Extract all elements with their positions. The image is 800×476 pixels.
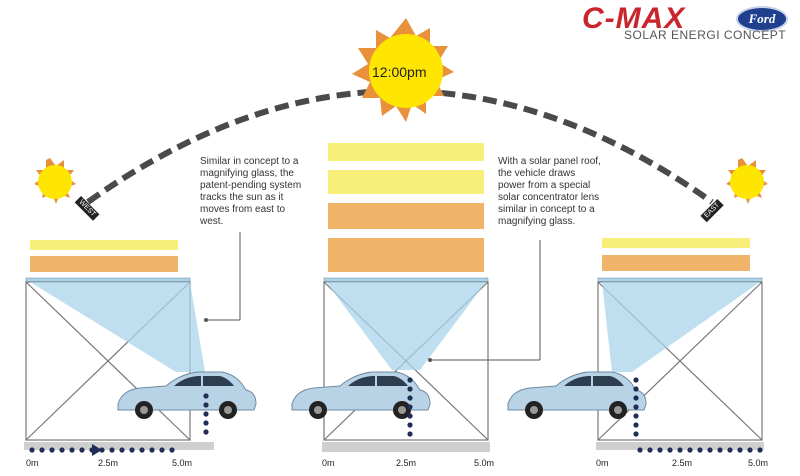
ground-east	[596, 442, 764, 450]
callout-leader-right	[430, 240, 541, 361]
station-west	[24, 240, 257, 450]
page-subtitle: SOLAR ENERGI CONCEPT	[624, 28, 787, 42]
motion-dots	[29, 377, 763, 456]
station-east	[507, 238, 764, 450]
panel-light-east	[602, 238, 750, 248]
panel-orange-noon-2	[328, 238, 484, 272]
ground-noon	[322, 442, 490, 452]
scale-east-mid: 2.5m	[672, 458, 693, 468]
sun-west-icon	[34, 158, 76, 204]
light-beam-west	[30, 282, 205, 372]
callout-text-left: Similar in concept to a magnifying glass…	[200, 156, 302, 227]
callout-leader-left	[206, 232, 241, 321]
scale-noon-mid: 2.5m	[396, 458, 417, 468]
panel-orange-west	[30, 256, 178, 272]
noon-time-label: 12:00pm	[372, 64, 427, 80]
scale-west-mid: 2.5m	[98, 458, 119, 468]
ground-west	[24, 442, 214, 450]
light-beam-noon	[326, 282, 486, 370]
light-beam-east	[602, 282, 760, 372]
scale-west-start: 0m	[26, 458, 39, 468]
panel-light-noon-2	[328, 170, 484, 194]
callout-text-right: With a solar panel roof, the vehicle dra…	[498, 156, 601, 227]
scale-east-start: 0m	[596, 458, 609, 468]
scale-noon-start: 0m	[322, 458, 335, 468]
panel-light-west	[30, 240, 178, 250]
station-noon	[291, 143, 490, 452]
sun-east-icon	[726, 158, 768, 204]
scale-west-end: 5.0m	[172, 458, 193, 468]
scale-east-end: 5.0m	[748, 458, 769, 468]
brand-logo: C-MAX	[582, 2, 686, 35]
sun-noon-icon	[352, 18, 454, 122]
scale-noon-end: 5.0m	[474, 458, 495, 468]
ford-logo: Ford	[736, 6, 788, 32]
panel-orange-noon-1	[328, 203, 484, 229]
panel-light-noon-1	[328, 143, 484, 161]
panel-orange-east	[602, 255, 750, 271]
